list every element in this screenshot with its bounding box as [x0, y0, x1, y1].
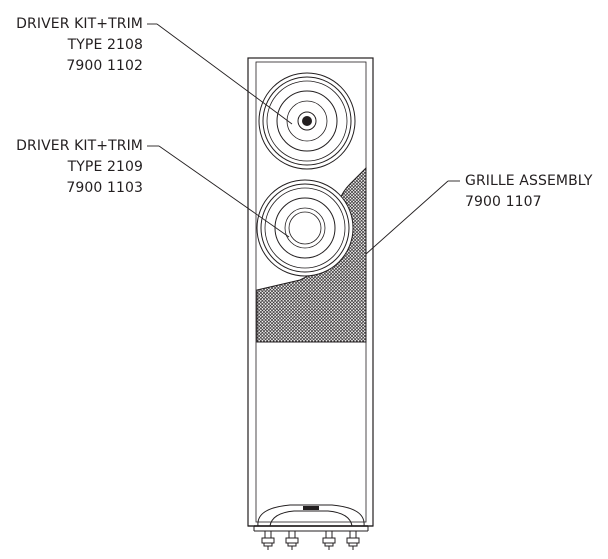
driver-type-2109 — [256, 179, 354, 277]
logo-badge — [303, 506, 319, 510]
speaker-plinth — [253, 504, 369, 532]
leader-lines — [147, 23, 460, 255]
leader-line-grille-diag — [365, 180, 449, 255]
callout-driver-2108: DRIVER KIT+TRIM TYPE 2108 7900 1102 — [16, 14, 143, 77]
speaker-feet — [261, 530, 360, 550]
leader-line-driver-2108-diag — [156, 23, 293, 125]
callout-grille-assembly: GRILLE ASSEMBLY 7900 1107 — [465, 171, 592, 213]
callout-driver-2109-type: TYPE 2109 — [67, 159, 143, 175]
driver-type-2108 — [258, 72, 356, 170]
foot-2 — [285, 530, 299, 550]
callout-driver-2109: DRIVER KIT+TRIM TYPE 2109 7900 1103 — [16, 136, 143, 199]
callout-grille-title: GRILLE ASSEMBLY — [465, 173, 593, 189]
callout-driver-2109-part-number: 7900 1103 — [66, 180, 143, 196]
foot-1 — [261, 530, 275, 550]
foot-4 — [346, 530, 360, 550]
leader-line-driver-2109-diag — [158, 145, 290, 238]
callout-driver-2108-title: DRIVER KIT+TRIM — [16, 16, 143, 32]
foot-3 — [322, 530, 336, 550]
callout-driver-2108-part-number: 7900 1102 — [66, 58, 143, 74]
callout-grille-part-number: 7900 1107 — [465, 194, 542, 210]
callout-driver-2108-type: TYPE 2108 — [67, 37, 143, 53]
callout-driver-2109-title: DRIVER KIT+TRIM — [16, 138, 143, 154]
